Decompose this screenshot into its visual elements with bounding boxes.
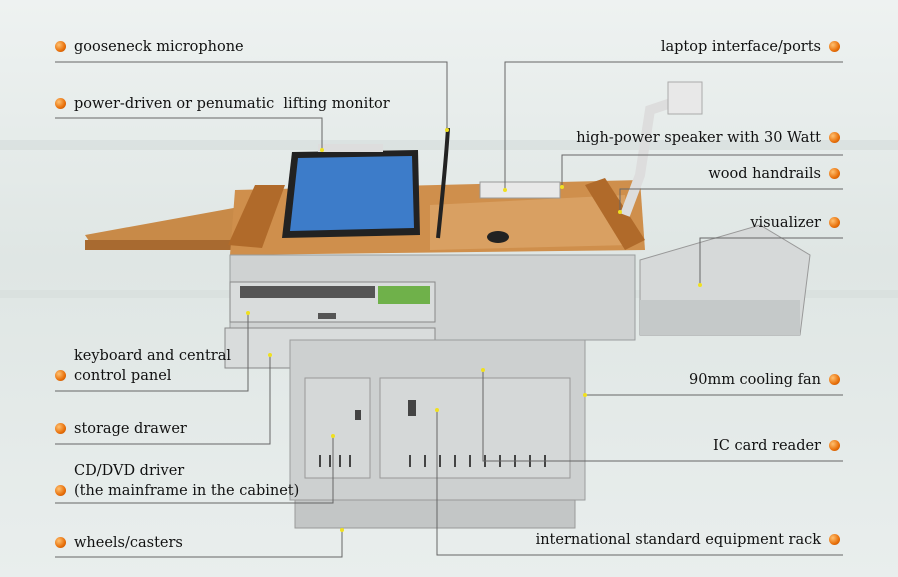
base	[294, 499, 576, 529]
bullet-icon	[829, 41, 840, 52]
left-handrail	[228, 185, 285, 248]
label-text: storage drawer	[74, 421, 187, 437]
label-lifting-monitor: power-driven or penumatic lifting monito…	[55, 94, 390, 114]
bullet-icon	[829, 440, 840, 451]
label-text: CD/DVD driver	[74, 463, 185, 479]
label-cooling-fan: 90mm cooling fan	[689, 370, 840, 390]
label-text: visualizer	[750, 215, 821, 231]
left-shelf	[85, 205, 260, 250]
label-equipment-rack: international standard equipment rack	[536, 530, 840, 550]
label-text: gooseneck microphone	[74, 39, 244, 55]
bullet-icon	[55, 537, 66, 548]
label-gooseneck-microphone: gooseneck microphone	[55, 37, 244, 57]
label-wood-handrails: wood handrails	[708, 164, 840, 184]
bullet-icon	[55, 485, 66, 496]
label-storage-drawer: storage drawer	[55, 419, 187, 439]
label-text: laptop interface/ports	[660, 39, 821, 55]
bullet-icon	[829, 132, 840, 143]
bullet-icon	[55, 98, 66, 109]
bullet-icon	[55, 423, 66, 434]
label-text: control panel	[74, 368, 172, 384]
label-text: 90mm cooling fan	[689, 372, 821, 388]
label-keyboard-control-panel: keyboard and central control panel	[55, 346, 231, 386]
label-text: wheels/casters	[74, 535, 183, 551]
label-cd-dvd-driver: CD/DVD driver (the mainframe in the cabin…	[55, 461, 299, 501]
label-speaker: high-power speaker with 30 Watt	[576, 128, 840, 148]
label-ic-card-reader: IC card reader	[713, 436, 840, 456]
label-wheels-casters: wheels/casters	[55, 533, 183, 553]
bullet-icon	[829, 217, 840, 228]
visualizer-camera	[667, 81, 703, 115]
bullet-icon	[55, 41, 66, 52]
label-text: keyboard and central	[74, 348, 231, 364]
label-text: IC card reader	[713, 438, 821, 454]
label-visualizer: visualizer	[750, 213, 840, 233]
label-text: power-driven or penumatic lifting monito…	[74, 96, 390, 112]
bullet-icon	[55, 370, 66, 381]
right-handrail	[585, 178, 645, 250]
label-text: international standard equipment rack	[535, 532, 821, 548]
bullet-icon	[829, 534, 840, 545]
bullet-icon	[829, 374, 840, 385]
label-text: wood handrails	[708, 166, 821, 182]
label-text: high-power speaker with 30 Watt	[576, 130, 821, 146]
leader-lines	[55, 61, 843, 558]
bullet-icon	[829, 168, 840, 179]
label-text: (the mainframe in the cabinet)	[74, 483, 300, 499]
label-laptop-ports: laptop interface/ports	[661, 37, 840, 57]
gooseneck-microphone	[436, 127, 450, 239]
